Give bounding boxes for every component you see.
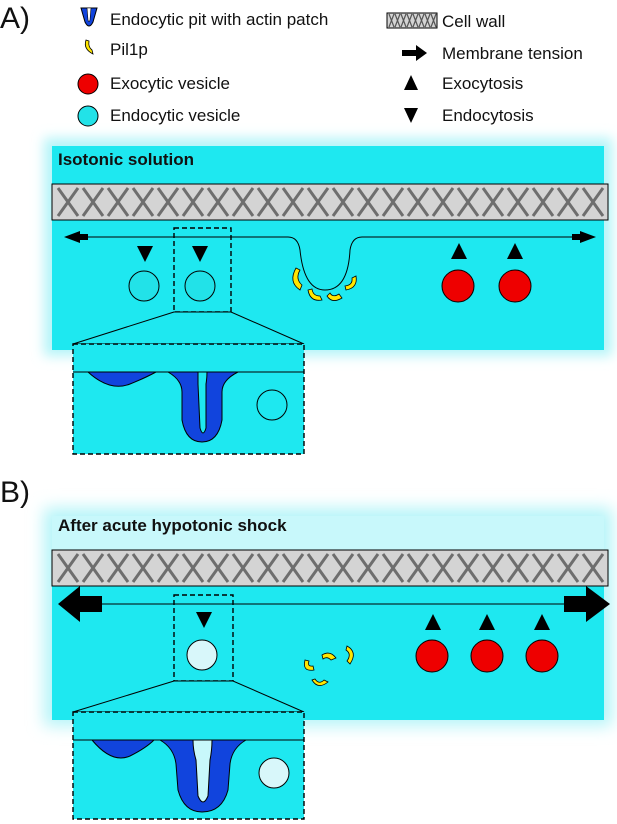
panel-b-endocytosis-marker bbox=[196, 612, 212, 628]
panel-b-endocytic-vesicle bbox=[186, 639, 218, 671]
membrane-tension-arrow-icon bbox=[402, 45, 427, 61]
exocytic-vesicle-icon bbox=[77, 73, 99, 95]
legend-membrane-tension-label: Membrane tension bbox=[442, 44, 583, 63]
panel-b-exocytosis-marker-1 bbox=[425, 614, 441, 630]
panel-a-label: A) bbox=[0, 2, 30, 35]
endocytosis-triangle-icon bbox=[404, 108, 418, 123]
panel-a-zoom-box bbox=[72, 343, 305, 455]
panel-a-cell-wall bbox=[51, 183, 609, 221]
panel-b-label: B) bbox=[0, 476, 30, 509]
legend-endocytic-vesicle-label: Endocytic vesicle bbox=[110, 106, 241, 125]
panel-a-tension-arrow-right bbox=[572, 231, 596, 243]
panel-b-exocytosis-marker-3 bbox=[534, 614, 550, 630]
panel-a-endocytosis-marker-2 bbox=[192, 246, 208, 262]
panel-b-exocytosis-marker-2 bbox=[479, 614, 495, 630]
panel-a-tension-arrow-left bbox=[64, 231, 88, 243]
panel-a-endocytosis-marker-1 bbox=[137, 246, 153, 262]
pil1p-icon bbox=[84, 39, 94, 55]
legend-endocytosis-label: Endocytosis bbox=[442, 106, 534, 125]
panel-b-exocytic-vesicle-1 bbox=[415, 639, 449, 673]
panel-b-exocytic-vesicle-2 bbox=[470, 639, 504, 673]
panel-b-zoom-endocytic-vesicle bbox=[258, 757, 290, 789]
panel-a-exocytosis-marker-2 bbox=[507, 243, 523, 259]
cell-wall-icon bbox=[386, 12, 438, 29]
legend-endocytic-pit-label: Endocytic pit with actin patch bbox=[110, 10, 329, 29]
panel-a-title: Isotonic solution bbox=[58, 150, 194, 169]
endocytic-vesicle-icon bbox=[77, 105, 99, 127]
panel-b-tension-arrow-left bbox=[58, 586, 102, 622]
legend-exocytosis-label: Exocytosis bbox=[442, 74, 524, 93]
panel-b bbox=[44, 508, 612, 820]
panel-a-endocytic-vesicle-1 bbox=[128, 270, 160, 302]
legend-exocytic-vesicle-label: Exocytic vesicle bbox=[110, 74, 230, 93]
panel-a-zoom-endocytic-vesicle bbox=[256, 389, 288, 421]
panel-a-exocytic-vesicle-2 bbox=[498, 269, 532, 303]
legend-cell-wall-label: Cell wall bbox=[442, 12, 506, 31]
panel-b-zoom-box bbox=[72, 711, 305, 820]
exocytosis-triangle-icon bbox=[404, 75, 418, 90]
endocytic-pit-icon bbox=[80, 7, 98, 27]
panel-a-membrane bbox=[78, 236, 582, 291]
panel-a-exocytosis-marker-1 bbox=[451, 243, 467, 259]
panel-a bbox=[44, 138, 612, 455]
panel-a-exocytic-vesicle-1 bbox=[441, 269, 475, 303]
legend-pil1p-label: Pil1p bbox=[110, 40, 148, 59]
panel-b-cell-wall bbox=[51, 549, 609, 587]
panel-a-zoom-shallow-pit bbox=[86, 371, 157, 387]
panel-b-zoom-shallow-pit bbox=[90, 739, 156, 759]
panel-b-pil1p-scattered bbox=[304, 645, 354, 686]
panel-a-pil1p-cluster bbox=[292, 267, 357, 301]
panel-b-tension-arrow-right bbox=[564, 586, 610, 622]
panel-a-endocytic-vesicle-2 bbox=[184, 270, 216, 302]
panel-b-exocytic-vesicle-3 bbox=[525, 639, 559, 673]
panel-b-title: After acute hypotonic shock bbox=[58, 516, 287, 535]
